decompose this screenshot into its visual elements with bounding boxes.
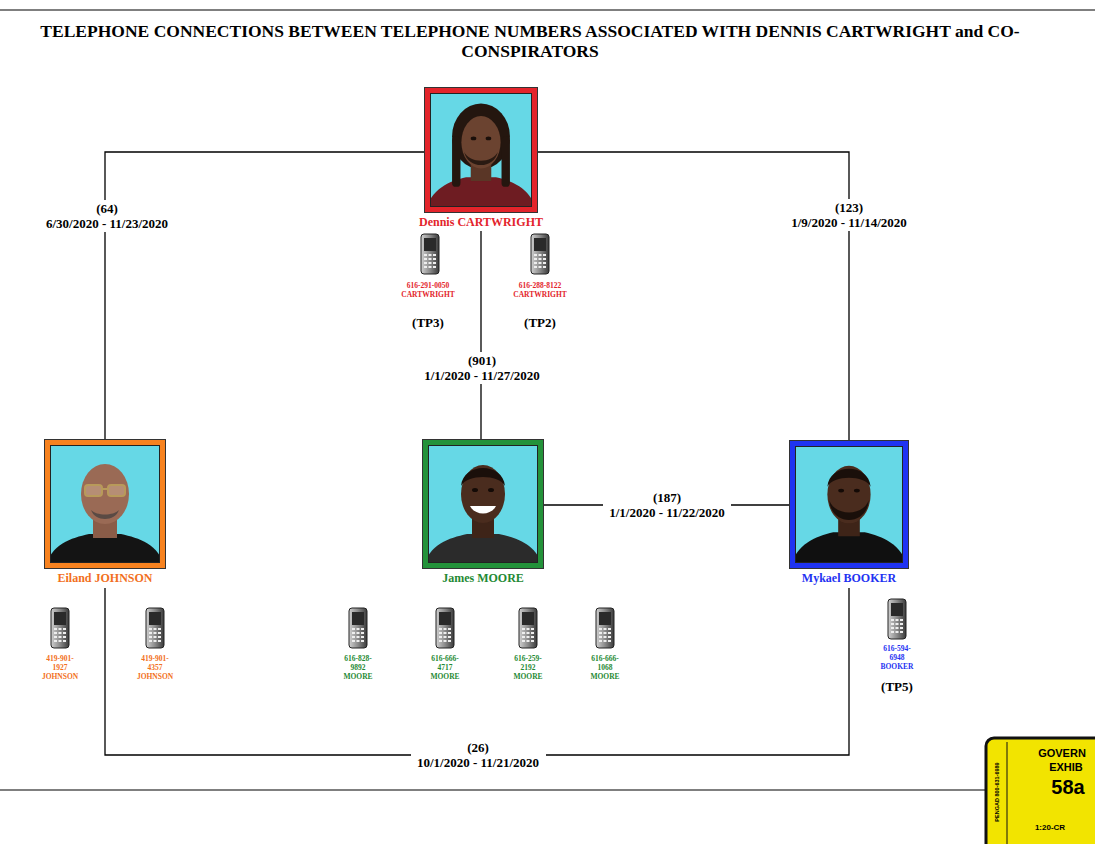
photo-ground [423,440,543,568]
photo-frame [790,441,908,568]
person-name: Eiland JOHNSON [57,571,152,585]
exhibit-sticker [986,738,1095,844]
phone-tag: (TP5) [881,679,913,694]
face [461,116,500,168]
exhibit-sticker-text: EXHIB [1049,761,1083,773]
label-spacer [421,353,464,368]
call-count-label: (123) 1/9/2020 - 11/14/2020 [785,199,913,231]
phone-number: 419-901-4357 JOHNSON [137,654,173,681]
call-connector [537,152,849,441]
sticker-divider [1007,742,1008,844]
phone-icon [436,608,454,648]
label-spacer [867,200,910,215]
phone-icon [531,234,549,274]
shirt [423,534,543,568]
face [461,465,505,523]
smile [470,506,496,514]
portrait [45,440,165,568]
call-count-label: (64) 6/30/2020 - 11/23/2020 [40,200,175,232]
call-connector [105,588,849,755]
shirt [790,532,908,568]
eye [854,489,860,493]
hair [452,104,510,170]
phone-icon [51,608,69,648]
eye [471,136,477,140]
phone-icon [421,234,439,274]
call-count-label: (26) 10/1/2020 - 11/21/2020 [411,739,546,771]
diagram-title: TELEPHONE CONNECTIONS BETWEEN TELEPHONE … [35,21,1025,61]
person-name: James MOORE [442,571,524,585]
bottom-rule [0,789,986,790]
eye [838,489,844,493]
hair [502,136,510,186]
phone-number: 616-666-1068 MOORE [590,654,619,681]
beard [464,152,498,165]
face [827,466,870,524]
phone-number: 616-288-8122 CARTWRIGHT [513,281,567,299]
glasses [108,485,125,496]
case-number: 1:20-CR [1035,824,1065,833]
eye [486,136,492,140]
hair [461,468,505,486]
label-spacer [606,490,649,505]
hair [827,469,870,487]
photo-ground [45,440,165,568]
phone-icon [888,599,906,639]
shirt [425,177,537,212]
exhibit-number: 58a [1051,776,1084,798]
label-spacer [788,200,831,215]
person-node: Dennis CARTWRIGHT [417,88,545,229]
eye [488,488,494,492]
phone-icon [146,608,164,648]
beard [829,501,868,520]
phone-number: 616-291-0050 CARTWRIGHT [401,281,455,299]
sticker-maker: PENGAD 800-631-6989 [994,762,1000,821]
exhibit-sticker-text: GOVERN [1038,747,1086,759]
label-spacer [685,490,728,505]
glasses [85,485,102,496]
phone-number: 419-901-1927 JOHNSON [42,654,78,681]
phone-number: 616-594-6948 BOOKER [881,644,914,671]
person-node: James MOORE [423,440,543,585]
label-spacer [414,740,464,755]
person-node: Mykael BOOKER [790,441,908,585]
photo-ground [790,441,908,568]
portrait [425,88,537,212]
shirt [45,534,165,568]
label-spacer [493,740,543,755]
photo-ground [425,88,537,212]
phone-icon [596,608,614,648]
call-connector [105,152,425,440]
phone-tag: (TP3) [412,315,444,330]
call-count-label: (187) 1/1/2020 - 11/22/2020 [603,489,731,521]
face [81,464,129,524]
portrait [790,441,908,568]
photo-frame [45,440,165,568]
person-node: Eiland JOHNSON [45,440,165,585]
portrait [423,440,543,568]
phone-number: 616-259-2192 MOORE [513,654,542,681]
eye [472,488,478,492]
hair [452,136,460,186]
phone-tag: (TP2) [524,315,556,330]
phone-icon [349,608,367,648]
photo-frame [425,88,537,212]
person-name: Mykael BOOKER [802,571,896,585]
beard [91,510,119,519]
label-spacer [122,201,172,216]
phone-number: 616-666-4717 MOORE [430,654,459,681]
photo-frame [423,440,543,568]
phone-number: 616-828-9892 MOORE [343,654,372,681]
person-name: Dennis CARTWRIGHT [419,215,543,229]
top-rule [0,9,1095,10]
label-spacer [43,201,93,216]
label-spacer [500,353,543,368]
call-count-label: (901) 1/1/2020 - 11/27/2020 [418,352,546,384]
glasses [102,488,108,490]
phone-icon [519,608,537,648]
call-connector [480,231,481,440]
